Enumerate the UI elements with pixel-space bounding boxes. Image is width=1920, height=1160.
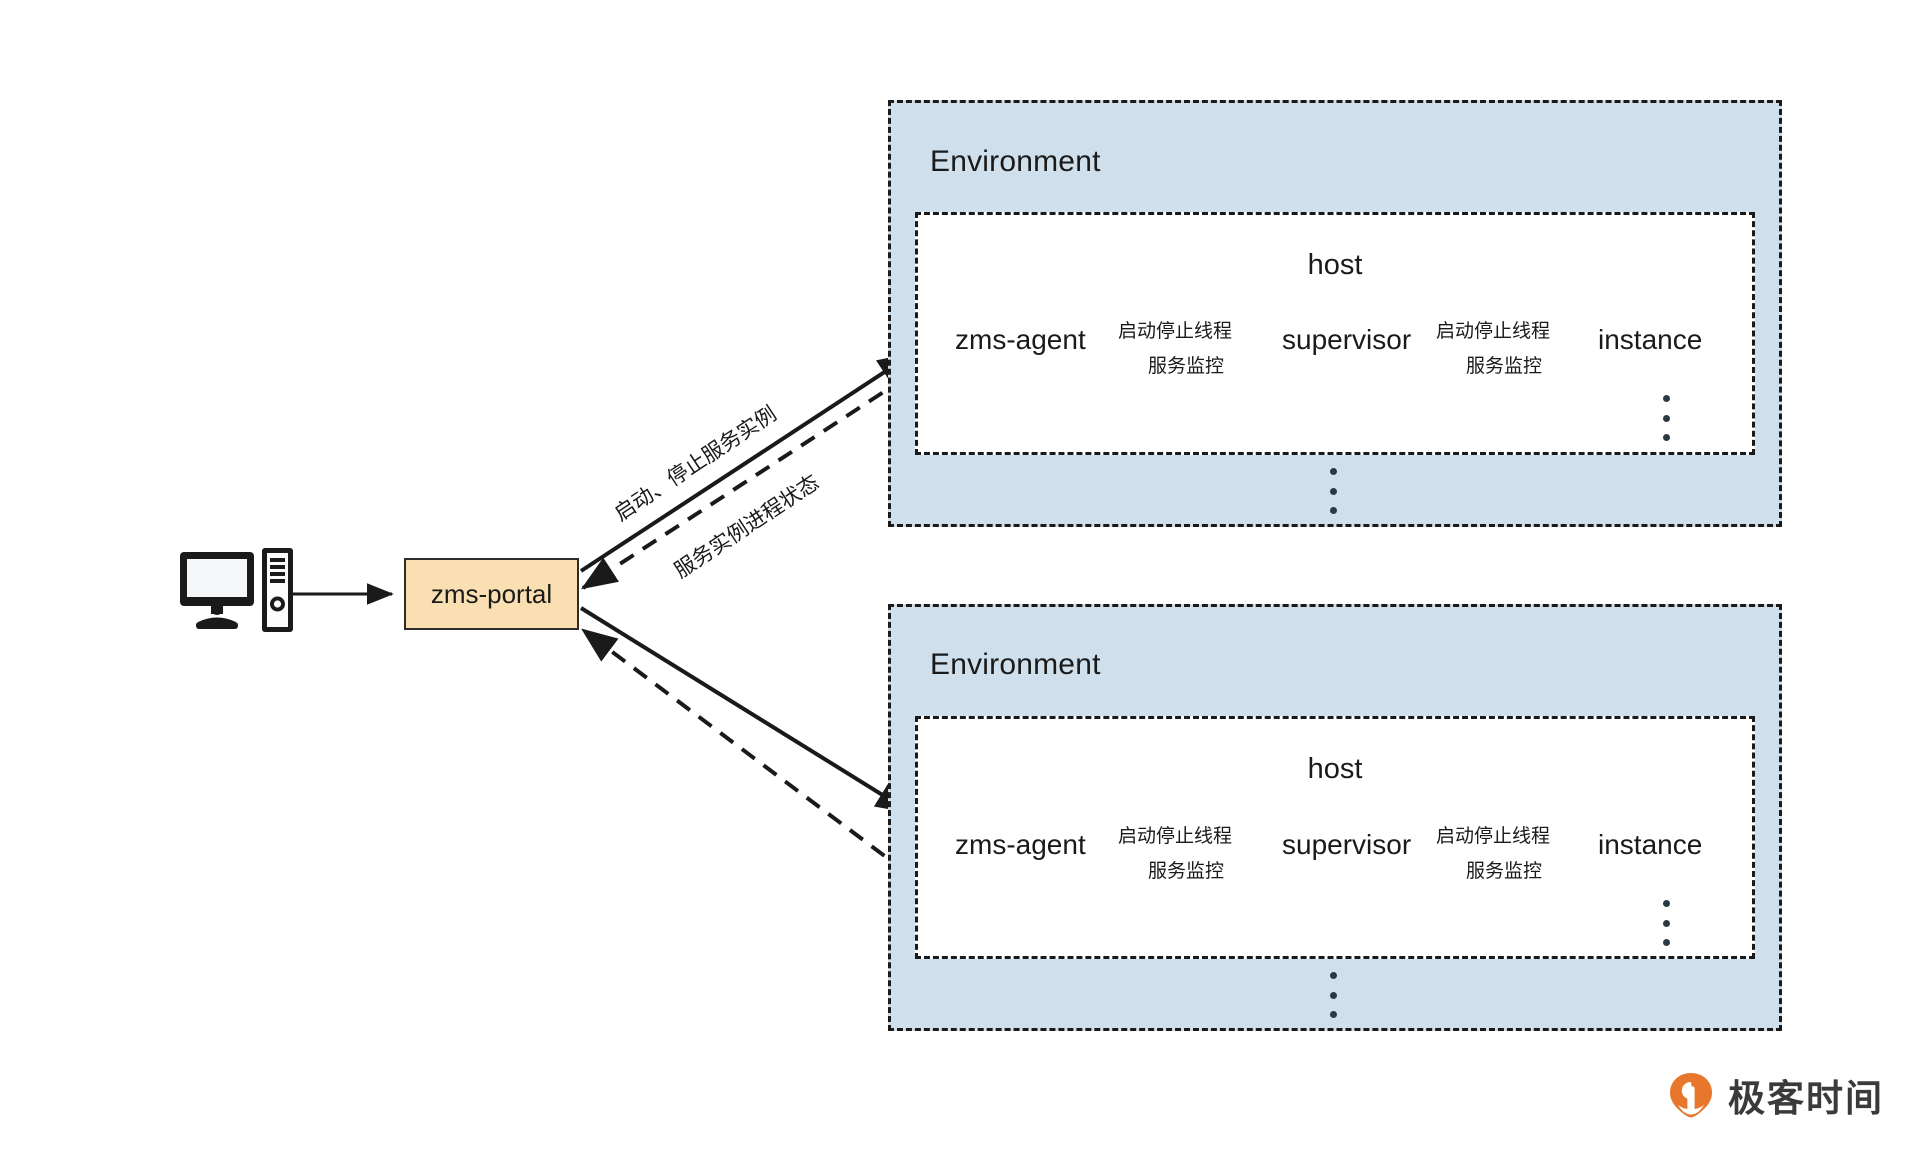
host-ellipsis-1 bbox=[1330, 468, 1337, 514]
edge-env2-to-portal-status bbox=[581, 628, 908, 874]
conn-label-supervisor-instance-backward-2: 服务监控 bbox=[1466, 860, 1543, 882]
edge-env1-to-portal-status bbox=[580, 376, 907, 590]
conn-label-agent-supervisor-backward-2: 服务监控 bbox=[1148, 860, 1225, 882]
host-title-1: host bbox=[1307, 249, 1363, 281]
node-zms-agent-2: zms-agent bbox=[955, 829, 1086, 860]
environment-title-1: Environment bbox=[930, 145, 1101, 178]
conn-label-agent-supervisor-backward-1: 服务监控 bbox=[1148, 355, 1225, 377]
monitor-icon bbox=[180, 552, 254, 629]
host-box-1 bbox=[915, 212, 1755, 455]
host-box-2 bbox=[915, 716, 1755, 959]
conn-label-supervisor-instance-forward-1: 启动停止线程 bbox=[1436, 320, 1551, 342]
conn-label-agent-supervisor-forward-1: 启动停止线程 bbox=[1118, 320, 1233, 342]
node-zms-agent-1: zms-agent bbox=[955, 324, 1086, 355]
host-ellipsis-2 bbox=[1330, 972, 1337, 1018]
conn-label-supervisor-instance-forward-2: 启动停止线程 bbox=[1436, 825, 1551, 847]
node-instance-2: instance bbox=[1598, 829, 1703, 860]
zms-portal-label: zms-portal bbox=[430, 578, 553, 609]
conn-label-supervisor-instance-backward-1: 服务监控 bbox=[1466, 355, 1543, 377]
geektime-watermark: 极客时间 bbox=[1668, 1068, 1884, 1122]
zms-portal-node[interactable]: zms-portal bbox=[404, 558, 579, 630]
node-instance-1: instance bbox=[1598, 324, 1703, 355]
client-workstation bbox=[178, 548, 296, 645]
pc-tower-icon bbox=[262, 548, 293, 632]
instance-ellipsis-2 bbox=[1663, 900, 1670, 946]
geektime-logo-icon bbox=[1670, 1073, 1712, 1118]
conn-label-agent-supervisor-forward-2: 启动停止线程 bbox=[1118, 825, 1233, 847]
environment-title-2: Environment bbox=[930, 648, 1101, 681]
node-supervisor-1: supervisor bbox=[1282, 324, 1412, 355]
geektime-logo-text: 极客时间 bbox=[1728, 1077, 1884, 1120]
edge-portal-to-env1-request bbox=[579, 352, 915, 573]
node-supervisor-2: supervisor bbox=[1282, 829, 1412, 860]
instance-ellipsis-1 bbox=[1663, 395, 1670, 441]
edge-portal-to-env2-request bbox=[579, 606, 913, 814]
host-title-2: host bbox=[1307, 753, 1363, 785]
